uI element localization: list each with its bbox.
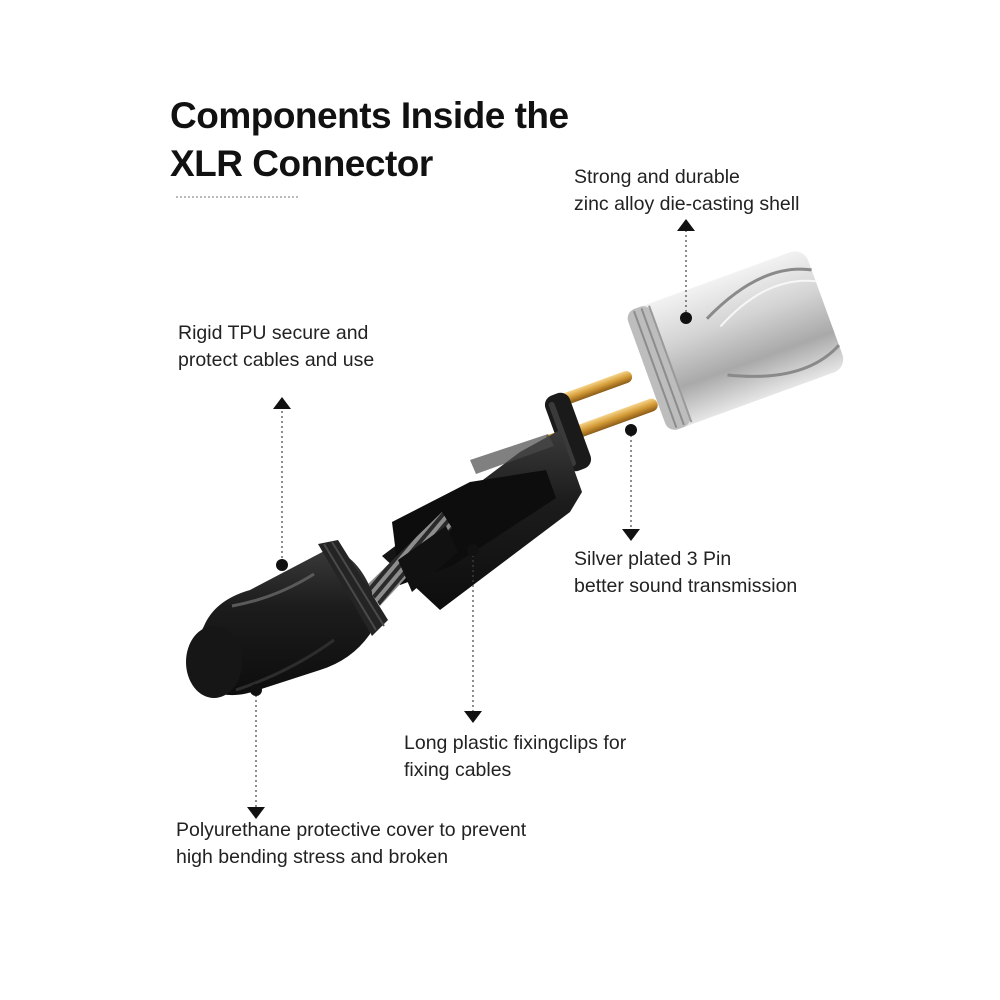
callout-tpu-line-1: Rigid TPU secure and — [178, 322, 369, 344]
callout-clips-line-2: fixing cables — [404, 759, 512, 781]
callout-pins: Silver plated 3 Pin better sound transmi… — [574, 546, 797, 600]
callout-cover-line-2: high bending stress and broken — [176, 846, 449, 868]
arrow-clips-down-icon — [464, 711, 482, 723]
dot-pins — [625, 424, 637, 436]
callout-clips: Long plastic fixingclips for fixing cabl… — [404, 730, 626, 784]
leader-lines — [255, 230, 687, 808]
callout-cover: Polyurethane protective cover to prevent… — [176, 817, 526, 871]
arrow-shell-up-icon — [677, 219, 695, 231]
black-boot — [186, 540, 388, 698]
callout-tpu-line-2: protect cables and use — [178, 349, 375, 371]
callout-tpu: Rigid TPU secure and protect cables and … — [178, 320, 374, 374]
page-title: Components Inside the XLR Connector — [170, 92, 569, 188]
black-body — [366, 430, 582, 610]
gold-pins — [559, 371, 658, 438]
leader-dots — [250, 312, 692, 696]
arrow-heads — [247, 219, 695, 819]
callout-cover-line-1: Polyurethane protective cover to prevent — [176, 819, 527, 841]
callout-shell: Strong and durable zinc alloy die-castin… — [574, 164, 799, 218]
silver-shell — [627, 251, 844, 430]
dot-cover — [250, 684, 262, 696]
callout-pins-line-2: better sound transmission — [574, 575, 798, 597]
arrow-cover-down-icon — [247, 807, 265, 819]
callout-pins-line-1: Silver plated 3 Pin — [574, 548, 732, 570]
arrow-tpu-up-icon — [273, 397, 291, 409]
title-line-2: XLR Connector — [170, 143, 433, 184]
callout-clips-line-1: Long plastic fixingclips for — [404, 732, 627, 754]
title-line-1: Components Inside the — [170, 95, 569, 136]
dot-tpu — [276, 559, 288, 571]
dot-shell — [680, 312, 692, 324]
callout-shell-line-2: zinc alloy die-casting shell — [574, 193, 800, 215]
arrow-pins-down-icon — [622, 529, 640, 541]
callout-shell-line-1: Strong and durable — [574, 166, 740, 188]
dot-clips — [467, 544, 479, 556]
